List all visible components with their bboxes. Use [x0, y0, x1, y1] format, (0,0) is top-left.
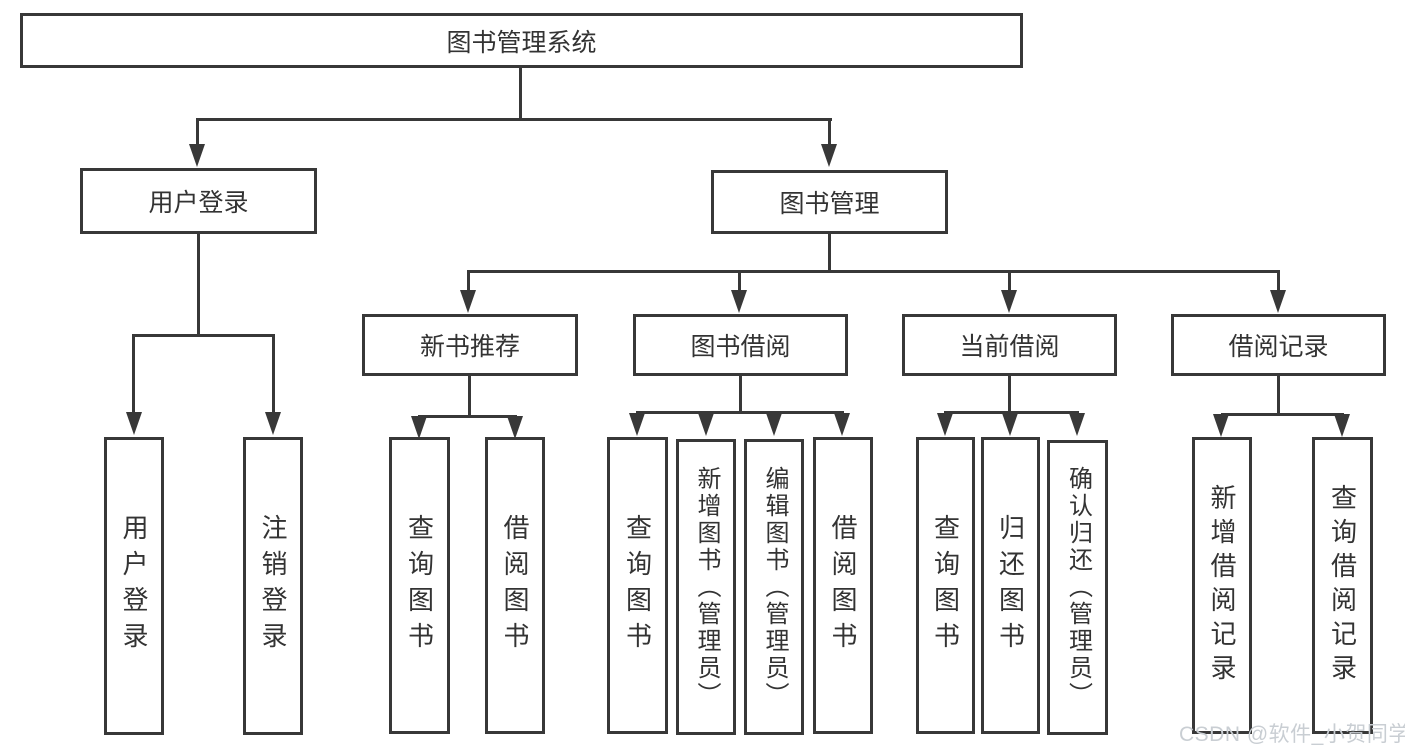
node-current-borrow: 当前借阅 — [902, 314, 1117, 376]
leaf-bb-query-books-label: 查询图书 — [622, 513, 653, 658]
leaf-br-query-record: 查询借阅记录 — [1312, 437, 1373, 734]
leaf-nbr-query-books: 查询图书 — [389, 437, 450, 734]
connector-line — [738, 270, 741, 292]
node-borrow-records-label: 借阅记录 — [1228, 333, 1329, 361]
arrow-down-icon — [731, 290, 747, 313]
connector-line — [467, 270, 1280, 273]
connector-line — [1277, 270, 1280, 292]
arrow-down-icon — [126, 412, 142, 435]
arrow-down-icon — [1334, 414, 1350, 437]
leaf-cb-confirm-return-admin-label: 确认归还（管理员） — [1064, 466, 1092, 709]
leaf-nbr-query-books-label: 查询图书 — [404, 513, 435, 658]
leaf-logout: 注销登录 — [243, 437, 303, 735]
leaf-cb-confirm-return-admin: 确认归还（管理员） — [1047, 440, 1108, 735]
leaf-bb-add-book-admin-label: 新增图书（管理员） — [693, 465, 720, 709]
leaf-nbr-borrow-books-label: 借阅图书 — [500, 513, 530, 658]
connector-line — [132, 334, 135, 414]
arrow-down-icon — [1001, 290, 1017, 313]
leaf-bb-add-book-admin: 新增图书（管理员） — [676, 439, 736, 735]
connector-line — [1008, 270, 1011, 292]
leaf-bb-query-books: 查询图书 — [607, 437, 668, 734]
watermark: CSDN @软件_小贺同学 — [1179, 723, 1405, 746]
leaf-br-add-record-label: 新增借阅记录 — [1207, 483, 1237, 688]
connector-line — [418, 415, 517, 418]
arrow-down-icon — [698, 413, 714, 436]
arrow-down-icon — [629, 413, 645, 436]
connector-line — [196, 118, 199, 146]
connector-line — [519, 68, 522, 119]
arrow-down-icon — [411, 416, 427, 439]
arrow-down-icon — [1069, 413, 1085, 436]
node-borrow-records: 借阅记录 — [1171, 314, 1386, 376]
node-new-book-recommend-label: 新书推荐 — [419, 333, 520, 361]
leaf-cb-return-books-label: 归还图书 — [995, 513, 1026, 658]
connector-line — [944, 411, 1079, 414]
leaf-br-add-record: 新增借阅记录 — [1192, 437, 1252, 734]
connector-line — [1277, 376, 1280, 416]
leaf-bb-borrow-books: 借阅图书 — [813, 437, 873, 734]
node-new-book-recommend: 新书推荐 — [362, 314, 578, 376]
arrow-down-icon — [1002, 413, 1018, 436]
leaf-cb-return-books: 归还图书 — [981, 437, 1040, 734]
leaf-user-login-label: 用户登录 — [119, 514, 149, 658]
node-book-borrow-label: 图书借阅 — [690, 333, 791, 361]
arrow-down-icon — [937, 413, 953, 436]
arrow-down-icon — [821, 144, 837, 167]
connector-line — [739, 376, 742, 414]
leaf-cb-query-books-label: 查询图书 — [930, 513, 961, 658]
connector-line — [132, 334, 275, 337]
arrow-down-icon — [1270, 290, 1286, 313]
connector-line — [197, 234, 200, 335]
connector-line — [1221, 413, 1344, 416]
connector-line — [828, 234, 831, 272]
arrow-down-icon — [265, 412, 281, 435]
leaf-nbr-borrow-books: 借阅图书 — [485, 437, 545, 734]
node-book-management: 图书管理 — [711, 170, 948, 234]
node-root: 图书管理系统 — [20, 13, 1023, 68]
connector-line — [828, 118, 831, 146]
leaf-logout-label: 注销登录 — [258, 514, 288, 658]
leaf-user-login: 用户登录 — [104, 437, 164, 735]
arrow-down-icon — [834, 413, 850, 436]
leaf-br-query-record-label: 查询借阅记录 — [1327, 483, 1358, 688]
arrow-down-icon — [189, 144, 205, 167]
node-book-borrow: 图书借阅 — [633, 314, 848, 376]
arrow-down-icon — [507, 416, 523, 439]
node-current-borrow-label: 当前借阅 — [959, 333, 1060, 361]
node-user-login: 用户登录 — [80, 168, 317, 234]
node-root-label: 图书管理系统 — [446, 28, 597, 57]
connector-line — [636, 411, 844, 414]
connector-line — [467, 270, 470, 292]
node-book-management-label: 图书管理 — [779, 190, 880, 218]
leaf-bb-edit-book-admin-label: 编辑图书（管理员） — [761, 465, 788, 709]
connector-line — [468, 376, 471, 418]
leaf-bb-edit-book-admin: 编辑图书（管理员） — [744, 439, 804, 735]
leaf-bb-borrow-books-label: 借阅图书 — [828, 513, 858, 658]
connector-line — [1008, 376, 1011, 414]
node-user-login-label: 用户登录 — [148, 189, 249, 217]
leaf-cb-query-books: 查询图书 — [916, 437, 975, 734]
arrow-down-icon — [460, 290, 476, 313]
connector-line — [196, 118, 832, 121]
connector-line — [272, 334, 275, 414]
arrow-down-icon — [1213, 414, 1229, 437]
arrow-down-icon — [766, 413, 782, 436]
